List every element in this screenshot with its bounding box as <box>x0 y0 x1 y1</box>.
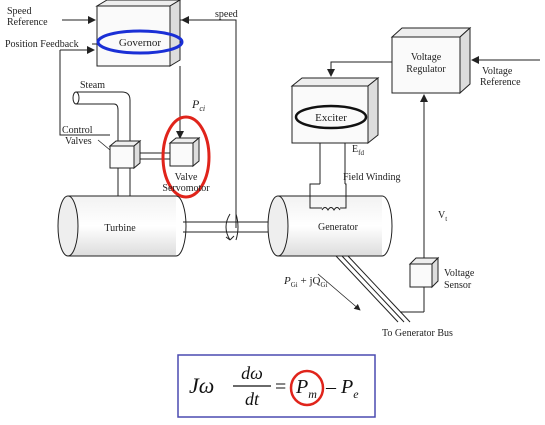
v-t-label: Vt <box>438 210 447 223</box>
swing-equation: Jω dω dt = Pm – Pe <box>189 363 359 409</box>
eq-denominator: dt <box>245 389 260 409</box>
p-ci-label: Pci <box>191 97 205 113</box>
valve-servomotor-label-2: Servomotor <box>162 183 210 194</box>
generator-label: Generator <box>318 222 359 233</box>
output-lines <box>317 255 411 323</box>
eq-equals: = <box>275 376 286 398</box>
eq-lhs-coeff: Jω <box>189 373 214 398</box>
exciter-block: Exciter <box>290 76 380 145</box>
voltage-sensor-label-1: Voltage <box>444 268 475 279</box>
voltage-regulator-label-1: Voltage <box>411 52 442 63</box>
equation-box <box>177 354 376 418</box>
governor-highlight <box>96 29 184 55</box>
turbine <box>57 195 187 257</box>
eq-minus: – <box>325 376 337 398</box>
valve-servomotor-label-1: Valve <box>175 172 198 183</box>
voltage-reference-label-2: Reference <box>480 77 521 88</box>
control-valves-label-2: Valves <box>65 136 92 147</box>
eq-pm: Pm <box>295 376 317 401</box>
e-fd-label: Efd <box>352 144 364 157</box>
speed-reference-label-1: Speed <box>7 6 31 17</box>
voltage-sensor-label-2: Sensor <box>444 280 472 291</box>
to-generator-bus-label: To Generator Bus <box>382 328 453 339</box>
exciter-label: Exciter <box>315 112 347 124</box>
control-valves-label-1: Control <box>62 125 93 136</box>
servomotor-highlight <box>161 115 211 199</box>
control-valve-block <box>108 139 142 170</box>
field-winding-label: Field Winding <box>343 172 400 183</box>
eq-numerator: dω <box>241 363 263 383</box>
speed-reference-label-2: Reference <box>7 17 48 28</box>
governor-block: Governor <box>95 0 184 67</box>
governor-label: Governor <box>119 37 161 49</box>
valve-servomotor-block <box>168 136 201 168</box>
position-feedback-label: Position Feedback <box>5 39 79 50</box>
steam-pipe <box>72 91 131 145</box>
eq-pe: Pe <box>340 376 359 401</box>
shaft <box>183 213 278 241</box>
voltage-reference-label-1: Voltage <box>482 66 513 77</box>
voltage-regulator-block: Voltage Regulator <box>390 26 472 95</box>
generator <box>267 195 393 257</box>
field-winding-coil <box>321 207 341 211</box>
speed-label: speed <box>215 9 238 20</box>
steam-label: Steam <box>80 80 105 91</box>
turbine-label: Turbine <box>104 223 136 234</box>
voltage-regulator-label-2: Regulator <box>406 64 446 75</box>
pm-highlight <box>289 369 325 407</box>
voltage-sensor-block <box>408 256 440 289</box>
exciter-highlight <box>294 104 368 130</box>
power-output-label: PGi + jQGi <box>283 275 328 289</box>
